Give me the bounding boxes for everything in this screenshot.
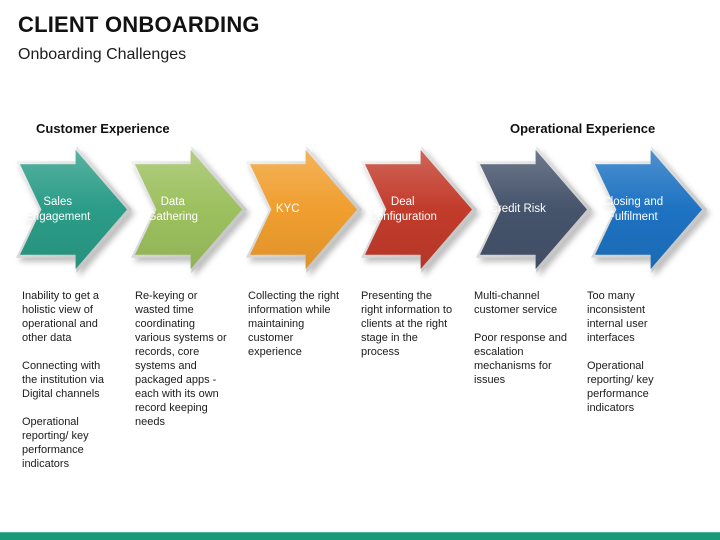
challenge-column-credit-risk: Multi-channel customer service Poor resp… bbox=[474, 289, 567, 485]
challenge-text: Collecting the right information while m… bbox=[248, 290, 340, 358]
challenge-text: Too many inconsistent internal user inte… bbox=[587, 290, 648, 344]
page-subtitle: Onboarding Challenges bbox=[18, 46, 187, 63]
challenge-column-data-gathering: Re-keying or wasted time coordinating va… bbox=[135, 289, 228, 485]
challenge-column-deal-configuration: Presenting the right information to clie… bbox=[361, 289, 454, 485]
stage-label: Deal Configuration bbox=[368, 195, 437, 223]
stage-label: Credit Risk bbox=[489, 203, 546, 216]
operational-experience-label: Operational Experience bbox=[510, 121, 656, 136]
footer-accent-bar bbox=[0, 532, 720, 540]
challenge-column-kyc: Collecting the right information while m… bbox=[248, 289, 341, 485]
challenge-columns: Inability to get a holistic view of oper… bbox=[22, 289, 712, 485]
customer-experience-label: Customer Experience bbox=[36, 121, 170, 136]
challenge-text: Multi-channel customer service bbox=[474, 290, 558, 316]
challenge-text: Presenting the right information to clie… bbox=[361, 290, 453, 358]
challenge-text: Operational reporting/ key performance i… bbox=[587, 360, 654, 414]
stage-arrow-kyc: KYC bbox=[246, 146, 362, 273]
stage-arrow-sales-engagement: Sales Engagement bbox=[16, 146, 132, 273]
stage-label: Sales Engagement bbox=[25, 195, 91, 223]
stage-label: Data Gathering bbox=[147, 195, 198, 223]
challenge-text: Connecting with the institution via Digi… bbox=[22, 360, 104, 400]
stage-arrow-deal-configuration: Deal Configuration bbox=[361, 146, 477, 273]
stage-arrow-closing-and-fulfilment: Closing and Fulfilment bbox=[591, 146, 707, 273]
stage-label: KYC bbox=[275, 203, 300, 216]
stage-label: Closing and Fulfilment bbox=[602, 195, 664, 223]
challenge-column-sales-engagement: Inability to get a holistic view of oper… bbox=[22, 289, 115, 485]
challenge-text: Operational reporting/ key performance i… bbox=[22, 416, 89, 470]
challenge-text: Inability to get a holistic view of oper… bbox=[22, 290, 100, 344]
challenge-text: Re-keying or wasted time coordinating va… bbox=[135, 290, 227, 428]
stage-arrow-data-gathering: Data Gathering bbox=[131, 146, 247, 273]
page-title: CLIENT ONBOARDING bbox=[18, 12, 260, 37]
challenge-text: Poor response and escalation mechanisms … bbox=[474, 332, 567, 386]
stage-arrow-credit-risk: Credit Risk bbox=[476, 146, 592, 273]
challenge-column-closing-and-fulfilment: Too many inconsistent internal user inte… bbox=[587, 289, 680, 485]
process-arrow-row: Sales Engagement Data Gathering KYC Deal… bbox=[16, 146, 716, 273]
